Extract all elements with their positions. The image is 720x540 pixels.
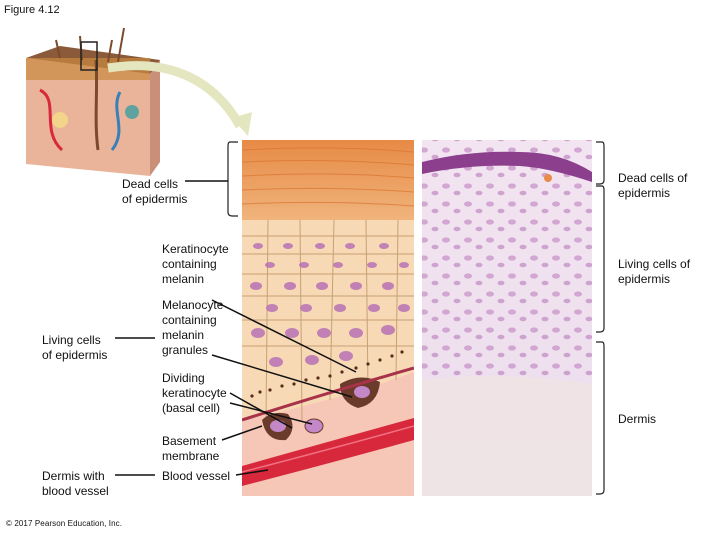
label-basement-membrane: Basement membrane xyxy=(162,434,220,463)
bracket-dead-right xyxy=(596,141,605,185)
label-dead-cells-right: Dead cells of epidermis xyxy=(618,171,688,200)
label-dermis-right: Dermis xyxy=(618,412,656,426)
brackets xyxy=(227,141,605,495)
leader-lines xyxy=(115,180,357,476)
dead-cell-layer xyxy=(242,140,414,220)
micrograph xyxy=(422,140,592,496)
zoom-box xyxy=(80,41,98,71)
melanin-granules xyxy=(250,350,404,398)
melanocyte xyxy=(340,377,380,408)
label-dividing-keratinocyte: Dividing keratinocyte (basal cell) xyxy=(162,371,227,415)
label-living-cells-right: Living cells of epidermis xyxy=(618,257,691,286)
dead-cell-stain xyxy=(422,151,592,182)
cell-nuclei xyxy=(250,243,410,367)
copyright-notice: © 2017 Pearson Education, Inc. xyxy=(6,519,123,528)
label-dermis-blood-vessel-left: Dermis with blood vessel xyxy=(42,469,109,498)
figure-title: Figure 4.12 xyxy=(4,4,60,16)
label-living-cells-left: Living cells of epidermis xyxy=(42,333,108,362)
dividing-keratinocyte xyxy=(262,412,324,441)
epidermis-drawing xyxy=(242,140,414,496)
label-keratinocyte-melanin: Keratinocyte containing melanin xyxy=(162,242,229,286)
bracket-dead-left xyxy=(227,141,238,217)
basement-membrane xyxy=(242,366,414,422)
blood-vessel xyxy=(242,418,414,486)
label-melanocyte: Melanocyte containing melanin granules xyxy=(162,298,224,357)
zoom-arrow xyxy=(107,61,244,129)
bracket-living-right xyxy=(596,185,605,333)
bracket-dermis-right xyxy=(596,341,605,495)
skin-block-thumbnail xyxy=(26,27,160,176)
label-dead-cells-left: Dead cells of epidermis xyxy=(122,177,188,206)
label-blood-vessel: Blood vessel xyxy=(162,469,231,483)
